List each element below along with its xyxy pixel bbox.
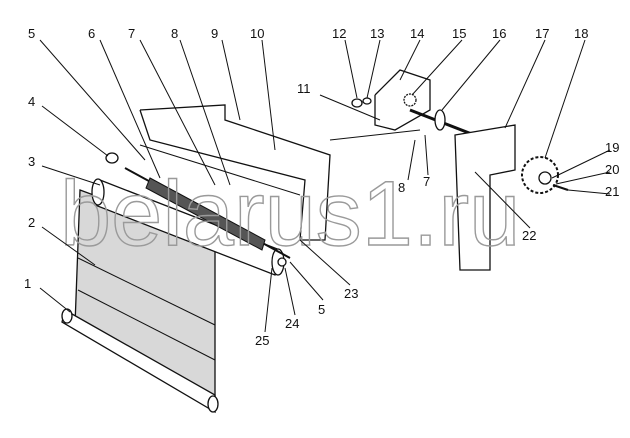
callout-8-second: 8	[398, 180, 405, 195]
callout-11: 11	[297, 81, 311, 96]
callout-7: 7	[128, 26, 135, 41]
leader-lines	[39, 39, 611, 333]
callout-25: 25	[255, 333, 269, 348]
watermark: belarus1.ru	[60, 163, 520, 265]
callout-24: 24	[285, 316, 299, 331]
callout-8: 8	[171, 26, 178, 41]
screw	[552, 184, 569, 191]
callout-9: 9	[211, 26, 218, 41]
callout-3: 3	[28, 154, 35, 169]
callout-12: 12	[332, 26, 346, 41]
lock-washer	[362, 97, 372, 105]
spring-coil	[403, 93, 417, 107]
callout-15: 15	[452, 26, 466, 41]
nut	[351, 98, 363, 108]
spring-rod	[124, 167, 291, 259]
callout-17: 17	[535, 26, 549, 41]
knob	[521, 156, 559, 194]
callout-1: 1	[24, 276, 31, 291]
callout-16: 16	[492, 26, 506, 41]
callout-7-second: 7	[423, 174, 430, 189]
callout-13: 13	[370, 26, 384, 41]
end-cap	[277, 257, 287, 267]
callout-20: 20	[605, 162, 619, 177]
callout-2: 2	[28, 215, 35, 230]
callout-5: 5	[28, 26, 35, 41]
cable	[329, 129, 421, 141]
callout-22: 22	[522, 228, 536, 243]
callout-18: 18	[574, 26, 588, 41]
callout-21: 21	[605, 184, 619, 199]
callout-5-second: 5	[318, 302, 325, 317]
callout-labels: 1 2 3 4 5 6 7 8 9 10 11 12 13 14 15 16 1…	[24, 26, 619, 348]
callout-23: 23	[344, 286, 358, 301]
bracket	[139, 104, 331, 241]
callout-14: 14	[410, 26, 424, 41]
callout-6: 6	[88, 26, 95, 41]
callout-4: 4	[28, 94, 35, 109]
mount-bracket	[374, 69, 431, 131]
bottom-bar	[61, 308, 219, 414]
callout-10: 10	[250, 26, 264, 41]
washer	[105, 152, 119, 164]
side-plate	[454, 124, 516, 271]
callout-19: 19	[605, 140, 619, 155]
